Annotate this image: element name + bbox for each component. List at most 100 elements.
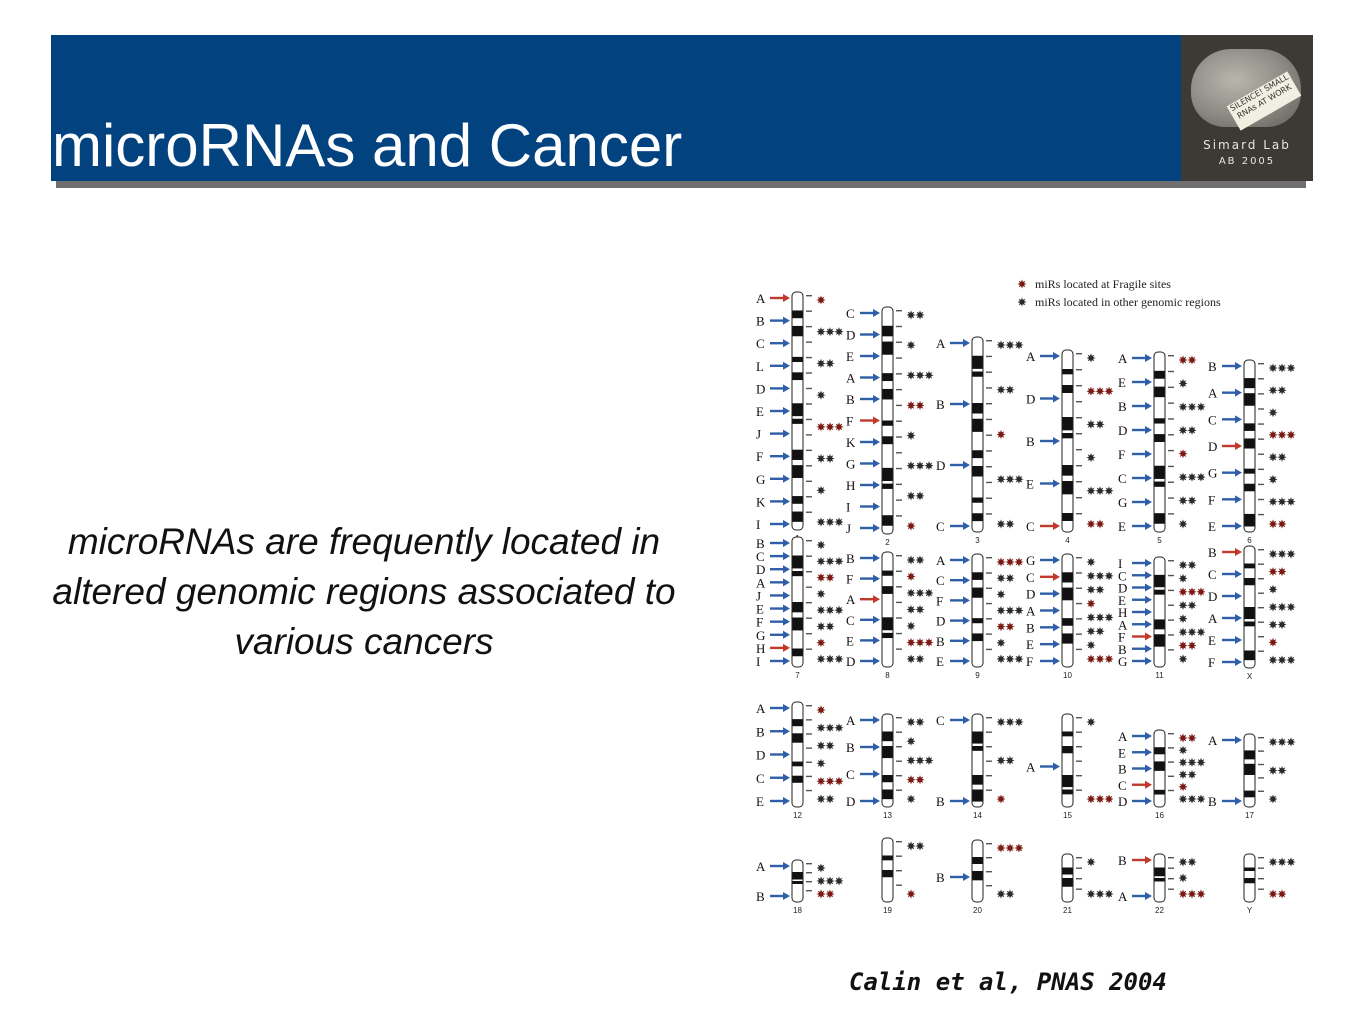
band-tick-label [1076,717,1082,719]
band-tick-label [986,466,992,468]
mir-star-icon [996,638,1006,648]
chromosome-band [792,555,803,569]
chromosome-band [972,466,983,477]
chromosome-band [1154,465,1165,479]
arrow-head-icon [1235,522,1242,530]
arrow-head-icon [783,361,790,370]
chromosome-band [972,775,983,785]
band-tick-label [1168,513,1174,515]
mir-star-icon [825,723,835,733]
mir-star-icon [1187,496,1197,506]
band-tick-label [1168,747,1174,749]
mir-star-icon [834,556,844,566]
mir-star-icon [924,588,934,598]
locus-letter: E [1208,519,1216,534]
band-tick-label [1076,760,1082,762]
chromosome-band [882,570,893,576]
mir-star-icon [1268,567,1278,577]
locus-letter: A [756,291,766,306]
mir-star-icon [1086,557,1096,567]
locus-letter: E [756,794,764,809]
band-tick-label [1258,453,1264,455]
mir-star-icon [816,540,826,550]
mir-star-icon [906,775,916,785]
band-tick-label [986,481,992,484]
chromosome-name: 3 [975,536,980,545]
chromosome-band [1062,369,1073,375]
chromosome-band [1062,731,1073,737]
mir-star-icon [1005,755,1015,766]
locus-letter: B [756,536,765,551]
mir-star-icon [1178,757,1188,767]
arrow-head-icon [1145,620,1152,629]
mir-star-icon [816,889,826,899]
band-tick-label [896,499,902,501]
chromosome-band [972,871,983,881]
mir-star-icon [1005,717,1015,727]
arrow-head-icon [783,727,790,736]
mir-star-icon [1277,549,1287,559]
mir-star-icon [1178,573,1188,583]
band-tick-label [806,434,812,436]
mir-star-icon [1187,757,1197,767]
band-tick-label [1258,857,1264,859]
arrow-head-icon [1145,595,1152,604]
mir-star-icon [1005,622,1015,632]
arrow-head-icon [783,630,790,639]
band-tick-label [1258,607,1264,609]
chromosome-name: 20 [973,906,982,915]
locus-letter: F [1026,654,1033,669]
mir-star-icon [996,519,1006,529]
chromosome-band [882,746,893,759]
chromosome-band [1244,878,1255,884]
arrow-head-icon [1145,632,1152,641]
locus-letter: D [1026,587,1035,602]
locus-letter: D [756,748,765,763]
chromosome-body [971,336,984,533]
arrow-head-icon [963,657,970,665]
mir-star-icon [1196,472,1206,482]
locus-letter: B [1118,642,1127,657]
mir-star-icon [906,604,916,615]
mir-star-icon [1286,497,1296,507]
band-tick-label [1076,417,1082,419]
mir-star-icon [1277,430,1287,440]
mir-star-icon [1268,584,1278,594]
locus-letter: D [846,654,855,669]
arrow-head-icon [963,522,970,530]
mir-star-icon [834,327,844,337]
arrow-head-icon [873,770,880,778]
mir-star-icon [834,776,844,786]
chromosome-band [792,372,803,381]
band-tick-label [896,467,902,470]
chromosome-band [882,731,893,742]
mir-star-icon [1086,889,1096,899]
locus-letter: B [756,724,765,739]
chromosome-band [1062,513,1073,521]
locus-letter: C [756,336,765,351]
locus-letter: B [936,634,945,649]
band-tick-label [896,632,902,635]
chromosome-band [792,496,803,504]
arrow-head-icon [1235,570,1242,578]
band-tick-label [1168,449,1174,452]
mir-star-icon [996,557,1006,567]
mir-star-icon [1286,602,1296,612]
arrow-head-icon [963,556,970,564]
band-tick-label [986,340,992,342]
arrow-head-icon [963,400,970,408]
mir-star-icon [816,776,826,786]
mir-star-icon [1187,560,1197,570]
mir-star-icon [834,605,844,615]
arrow-head-icon [1053,352,1060,360]
chromosome-band [882,467,893,482]
band-tick-label [806,356,812,359]
locus-letter: B [846,392,855,407]
mir-star-icon [1005,573,1015,583]
arrow-head-icon [1053,437,1060,445]
mir-star-icon [825,889,835,899]
chromosome-band [1154,370,1165,379]
band-tick-label [1168,370,1174,373]
arrow-head-icon [783,316,790,325]
chromosome-name: 5 [1157,536,1162,545]
